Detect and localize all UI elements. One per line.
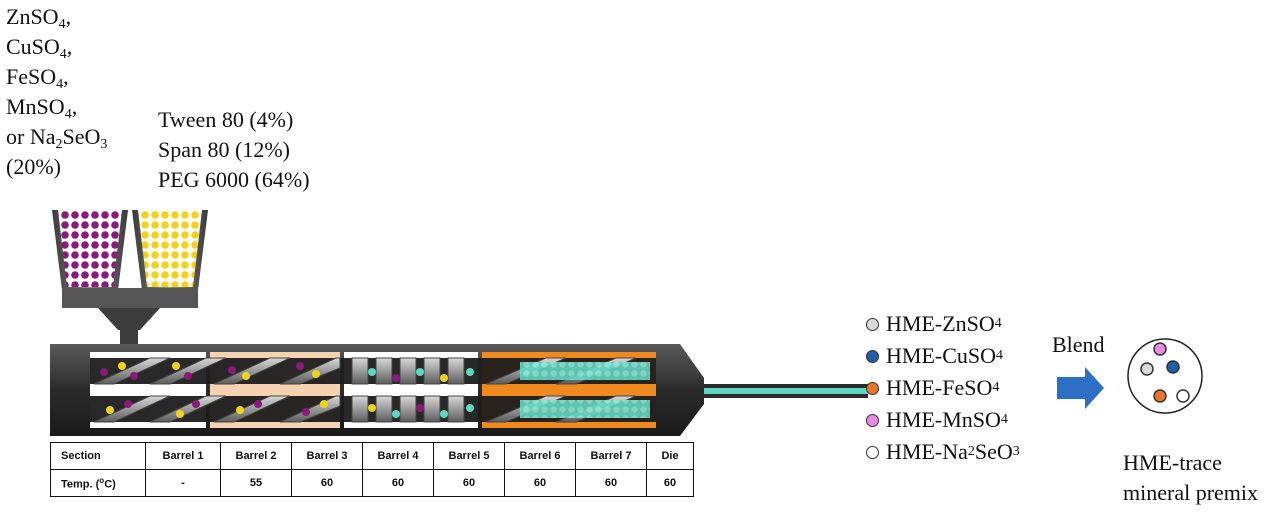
feed-na2seo3: or Na bbox=[6, 124, 56, 149]
feed-funnel bbox=[62, 288, 198, 344]
header-die: Die bbox=[646, 442, 694, 470]
temperature-table: Section Barrel 1 Barrel 2 Barrel 3 Barre… bbox=[50, 442, 694, 497]
znso4-dot-icon bbox=[866, 317, 879, 331]
header-barrel-7: Barrel 7 bbox=[575, 442, 647, 470]
feed-peg: PEG 6000 (64%) bbox=[158, 167, 310, 192]
excipient-hopper bbox=[132, 210, 208, 290]
header-barrel-4: Barrel 4 bbox=[362, 442, 434, 470]
feed-percent: (20%) bbox=[6, 154, 61, 179]
premix-label: HME-trace mineral premix bbox=[1123, 450, 1259, 505]
temp-barrel-3: 60 bbox=[291, 469, 363, 497]
temp-barrel-5: 60 bbox=[433, 469, 505, 497]
feed-mnso4: MnSO bbox=[6, 94, 65, 119]
table-row: Temp. (oC) - 55 60 60 60 60 60 60 bbox=[50, 469, 694, 497]
table-header-row: Section Barrel 1 Barrel 2 Barrel 3 Barre… bbox=[50, 442, 694, 470]
blend-arrow bbox=[1057, 367, 1104, 409]
temp-barrel-6: 60 bbox=[504, 469, 576, 497]
feed-znso4: ZnSO bbox=[6, 4, 59, 29]
material-particles bbox=[100, 362, 474, 418]
blend-label: Blend bbox=[1052, 332, 1105, 357]
feed-cuso4: CuSO bbox=[6, 34, 60, 59]
header-barrel-5: Barrel 5 bbox=[433, 442, 505, 470]
mineral-feed-label: ZnSO4, CuSO4, FeSO4, MnSO4, or Na2SeO3 (… bbox=[6, 2, 107, 182]
header-barrel-3: Barrel 3 bbox=[291, 442, 363, 470]
header-section: Section bbox=[50, 442, 146, 470]
header-barrel-6: Barrel 6 bbox=[504, 442, 576, 470]
temp-barrel-7: 60 bbox=[575, 469, 647, 497]
temp-die: 60 bbox=[646, 469, 694, 497]
header-barrel-2: Barrel 2 bbox=[220, 442, 292, 470]
feed-span: Span 80 (12%) bbox=[158, 137, 290, 162]
row-label-temp: Temp. (oC) bbox=[50, 469, 146, 497]
feso4-dot-icon bbox=[866, 381, 879, 395]
temp-barrel-2: 55 bbox=[220, 469, 292, 497]
temp-barrel-4: 60 bbox=[362, 469, 434, 497]
header-barrel-1: Barrel 1 bbox=[145, 442, 221, 470]
premix-circle bbox=[1127, 338, 1203, 414]
cuso4-dot-icon bbox=[866, 349, 879, 363]
mineral-hopper bbox=[52, 210, 128, 290]
feed-feso4: FeSO bbox=[6, 64, 57, 89]
mnso4-dot-icon bbox=[866, 413, 879, 427]
extruder-barrel bbox=[50, 344, 868, 436]
excipient-feed-label: Tween 80 (4%) Span 80 (12%) PEG 6000 (64… bbox=[158, 105, 310, 195]
temp-barrel-1: - bbox=[145, 469, 221, 497]
feed-tween: Tween 80 (4%) bbox=[158, 107, 294, 132]
na2seo3-dot-icon bbox=[866, 445, 879, 459]
